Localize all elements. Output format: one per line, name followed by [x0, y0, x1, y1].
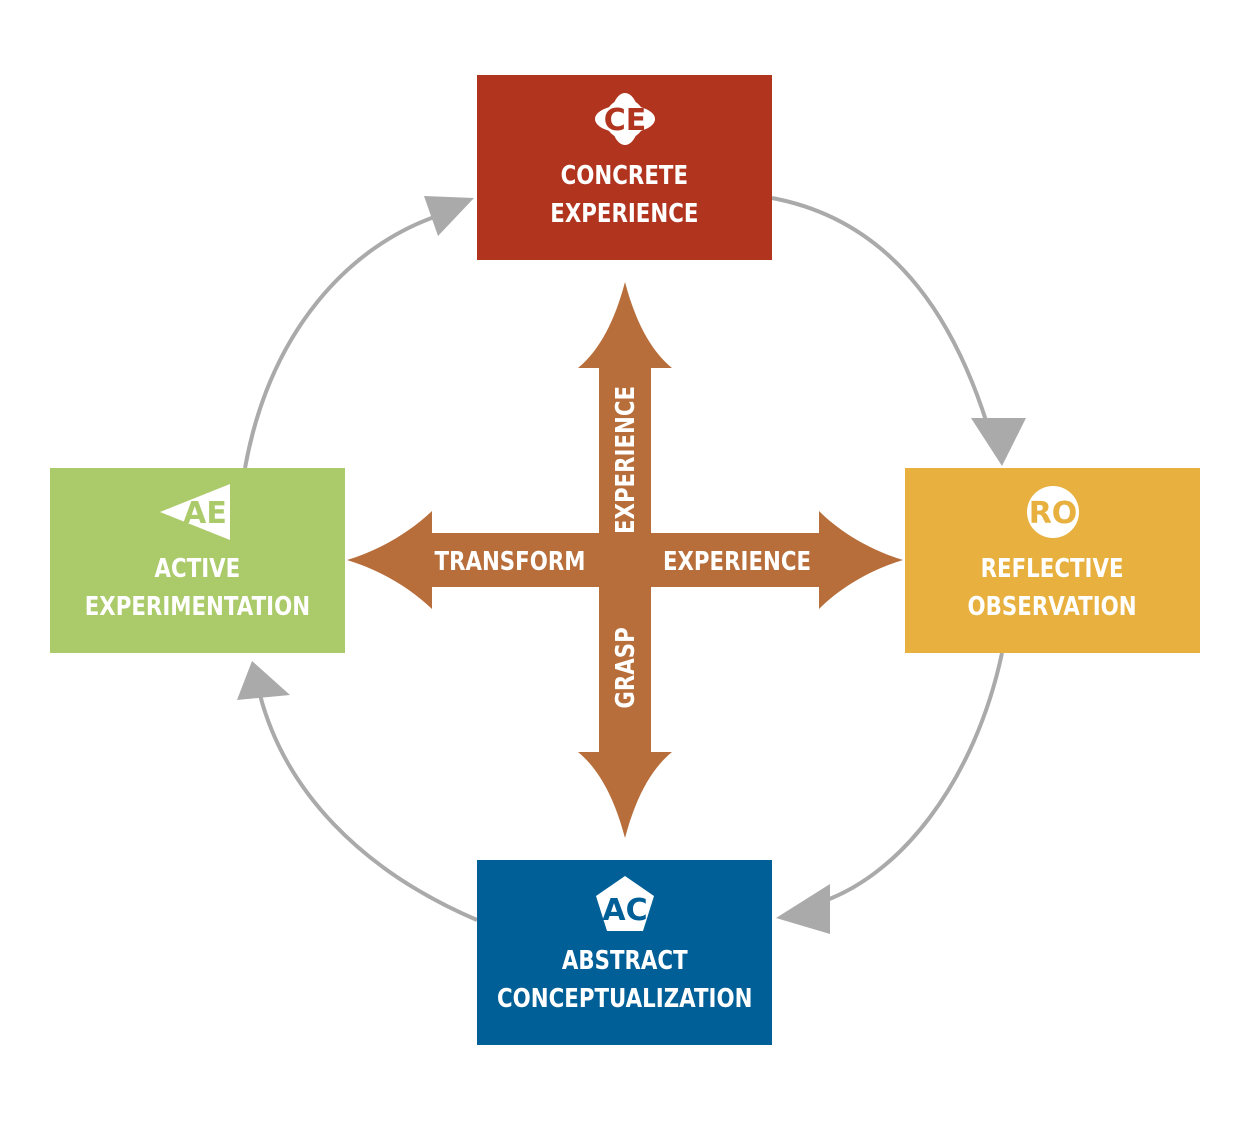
axis-label-down: GRASP — [610, 627, 641, 708]
active-experimentation-line2: EXPERIMENTATION — [84, 592, 311, 622]
abstract-conceptualization-label: ABSTRACT CONCEPTUALIZATION — [497, 942, 752, 1018]
cycle-arrow-ae-to-ce — [243, 213, 441, 469]
cycle-arrow-ro-to-ac — [811, 652, 1004, 907]
box-reflective-observation: RO REFLECTIVE OBSERVATION — [905, 468, 1200, 653]
box-concrete-experience: CE CONCRETE EXPERIENCE — [477, 75, 772, 260]
concrete-experience-label: CONCRETE EXPERIENCE — [550, 157, 698, 233]
concrete-experience-line2: EXPERIENCE — [550, 199, 699, 229]
central-cross: TRANSFORM EXPERIENCE EXPERIENCE GRASP — [347, 282, 903, 838]
concrete-experience-line1: CONCRETE — [560, 161, 689, 191]
axis-label-up: EXPERIENCE — [610, 386, 641, 534]
abstract-conceptualization-line2: CONCEPTUALIZATION — [496, 984, 753, 1014]
axis-label-left: TRANSFORM — [435, 546, 586, 577]
reflective-observation-line1: REFLECTIVE — [981, 554, 1124, 584]
ac-pentagon-icon: AC — [595, 876, 654, 931]
cycle-arrow-ce-to-ro — [771, 196, 994, 441]
ce-flower-icon: CE — [594, 93, 655, 145]
box-abstract-conceptualization: AC ABSTRACT CONCEPTUALIZATION — [477, 860, 772, 1045]
cycle-arrowhead-ce-to-ro — [971, 418, 1026, 466]
reflective-observation-line2: OBSERVATION — [967, 592, 1138, 622]
abstract-conceptualization-line1: ABSTRACT — [561, 946, 688, 976]
cycle-arrowhead-ae-to-ce — [424, 196, 474, 236]
ro-badge-text: RO — [1028, 496, 1077, 531]
ce-badge-text: CE — [603, 103, 646, 138]
cycle-arrowhead-ac-to-ae — [237, 661, 290, 700]
cross-shape — [347, 282, 903, 838]
ae-triangle-icon: AE — [159, 484, 230, 540]
active-experimentation-label: ACTIVE EXPERIMENTATION — [85, 550, 310, 626]
ac-badge-text: AC — [602, 893, 647, 928]
reflective-observation-label: REFLECTIVE OBSERVATION — [968, 550, 1137, 626]
cycle-arrow-ac-to-ae — [258, 694, 478, 922]
ro-circle-icon: RO — [1026, 486, 1079, 538]
box-active-experimentation: AE ACTIVE EXPERIMENTATION — [50, 468, 345, 653]
cycle-arrowhead-ro-to-ac — [776, 884, 830, 934]
ae-badge-text: AE — [183, 496, 227, 531]
active-experimentation-line1: ACTIVE — [154, 554, 241, 584]
axis-label-right: EXPERIENCE — [663, 546, 811, 577]
